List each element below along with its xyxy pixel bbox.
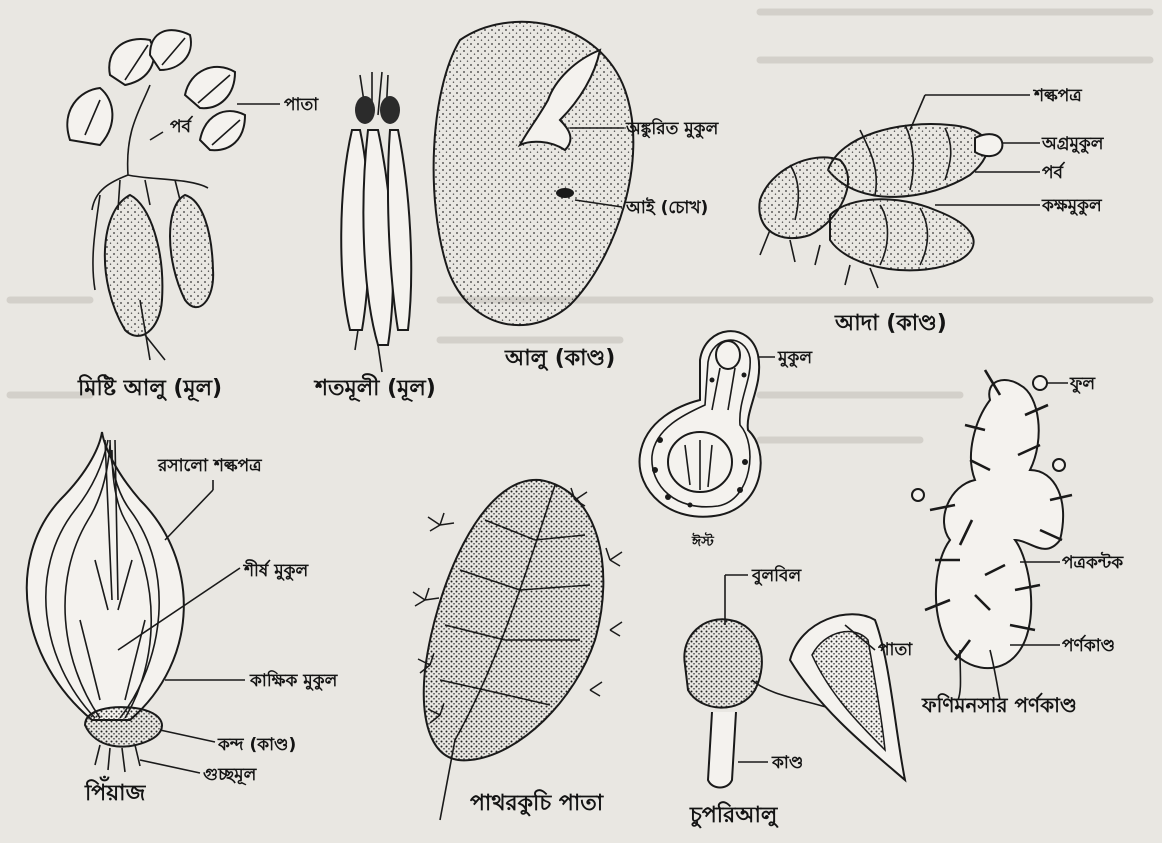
caption-bryophyllum: পাথরকুচি পাতা [470,789,605,817]
label-dioscorea-leaf: পাতা [878,640,913,660]
tuberous-root-left [105,195,163,336]
sweet-potato-figure: পাতা পর্ব মিষ্টি আলু (মূল) [67,30,319,402]
label-phylloclade: পর্ণকাণ্ড [1062,634,1115,656]
label-onion-axillary-bud: কাক্ষিক মুকুল [249,669,339,691]
label-sprouted-bud: অঙ্কুরিত মুকুল [625,117,720,139]
opuntia-phylloclade [936,380,1063,668]
label-opuntia-flower: ফুল [1069,374,1096,394]
opuntia-bud-1 [1053,459,1065,471]
tuberous-root-right [170,195,213,307]
caption-opuntia: ফণিমনসার পর্ণকাণ্ড [921,692,1077,717]
label-corm-stem: কন্দ (কাণ্ড) [217,735,296,755]
shatamuli-figure: শতমূলী (মূল) [313,72,436,402]
ginger-rhizome-upper [828,124,987,197]
onion-figure: রসালো শল্কপত্র শীর্ষ মুকুল কাক্ষিক মুকুল… [27,432,339,806]
caption-potato: আলু (কাণ্ড) [504,346,615,372]
opuntia-flower [1033,376,1047,390]
label-apical-bud: অগ্রমুকুল [1041,134,1105,154]
label-fibrous-root: গুচ্ছমূল [203,765,258,785]
label-dioscorea-stem: কাণ্ড [771,753,803,773]
sweet-potato-leaves [67,30,245,150]
label-eye: আই (চোখ) [625,197,708,218]
label-node: পর্ব [170,115,194,137]
caption-ginger: আদা (কাণ্ড) [834,311,947,336]
leader-fibrous-root [140,760,200,773]
label-yeast-bud: মুকুল [777,348,813,368]
opuntia-figure: ফুল পত্রকন্টক পর্ণকাণ্ড ফণিমনসার পর্ণকাণ… [912,370,1124,717]
caption-dioscorea: চুপরিআলু [689,801,779,829]
leader-node [150,132,163,140]
dioscorea-stem [708,712,736,788]
leader-fleshy-scale-a [165,490,213,540]
label-onion-apical-bud: শীর্ষ মুকুল [242,559,310,581]
yeast-bud-vacuole [716,341,740,369]
bryophyllum-figure: পাথরকুচি পাতা [413,480,622,820]
bryophyllum-leaf [424,480,604,761]
caption-shatamuli: শতমূলী (মূল) [313,373,436,402]
label-fleshy-scale-leaf: রসালো শল্কপত্র [157,456,263,476]
ginger-rhizome-lower [830,199,974,270]
dioscorea-bulbil [684,619,762,707]
potato-tuber [434,22,634,325]
leader-corm [160,730,215,742]
shatamuli-crown-left [355,96,375,124]
opuntia-bud-2 [912,489,924,501]
caption-yeast: ঈস্ট [691,532,715,550]
dioscorea-figure: বুলবিল পাতা কাণ্ড চুপরিআলু [684,564,913,829]
potato-figure: অঙ্কুরিত মুকুল আই (চোখ) আলু (কাণ্ড) [434,22,720,372]
onion-roots [95,745,140,772]
caption-onion: পিঁয়াজ [84,775,147,806]
caption-sweet-potato: মিষ্টি আলু (মূল) [77,374,222,402]
shatamuli-crown-right [380,96,400,124]
label-ginger-axillary-bud: কক্ষমুকুল [1041,196,1103,216]
potato-eye [556,188,574,198]
onion-corm [85,707,162,746]
ginger-apical-bud [975,134,1002,156]
label-leaf: পাতা [284,95,319,115]
label-scale-leaf: শল্কপত্র [1032,86,1083,106]
label-ginger-node: পর্ব [1042,161,1066,183]
label-leaf-spine: পত্রকন্টক [1062,551,1124,573]
label-bulbil: বুলবিল [751,564,802,586]
